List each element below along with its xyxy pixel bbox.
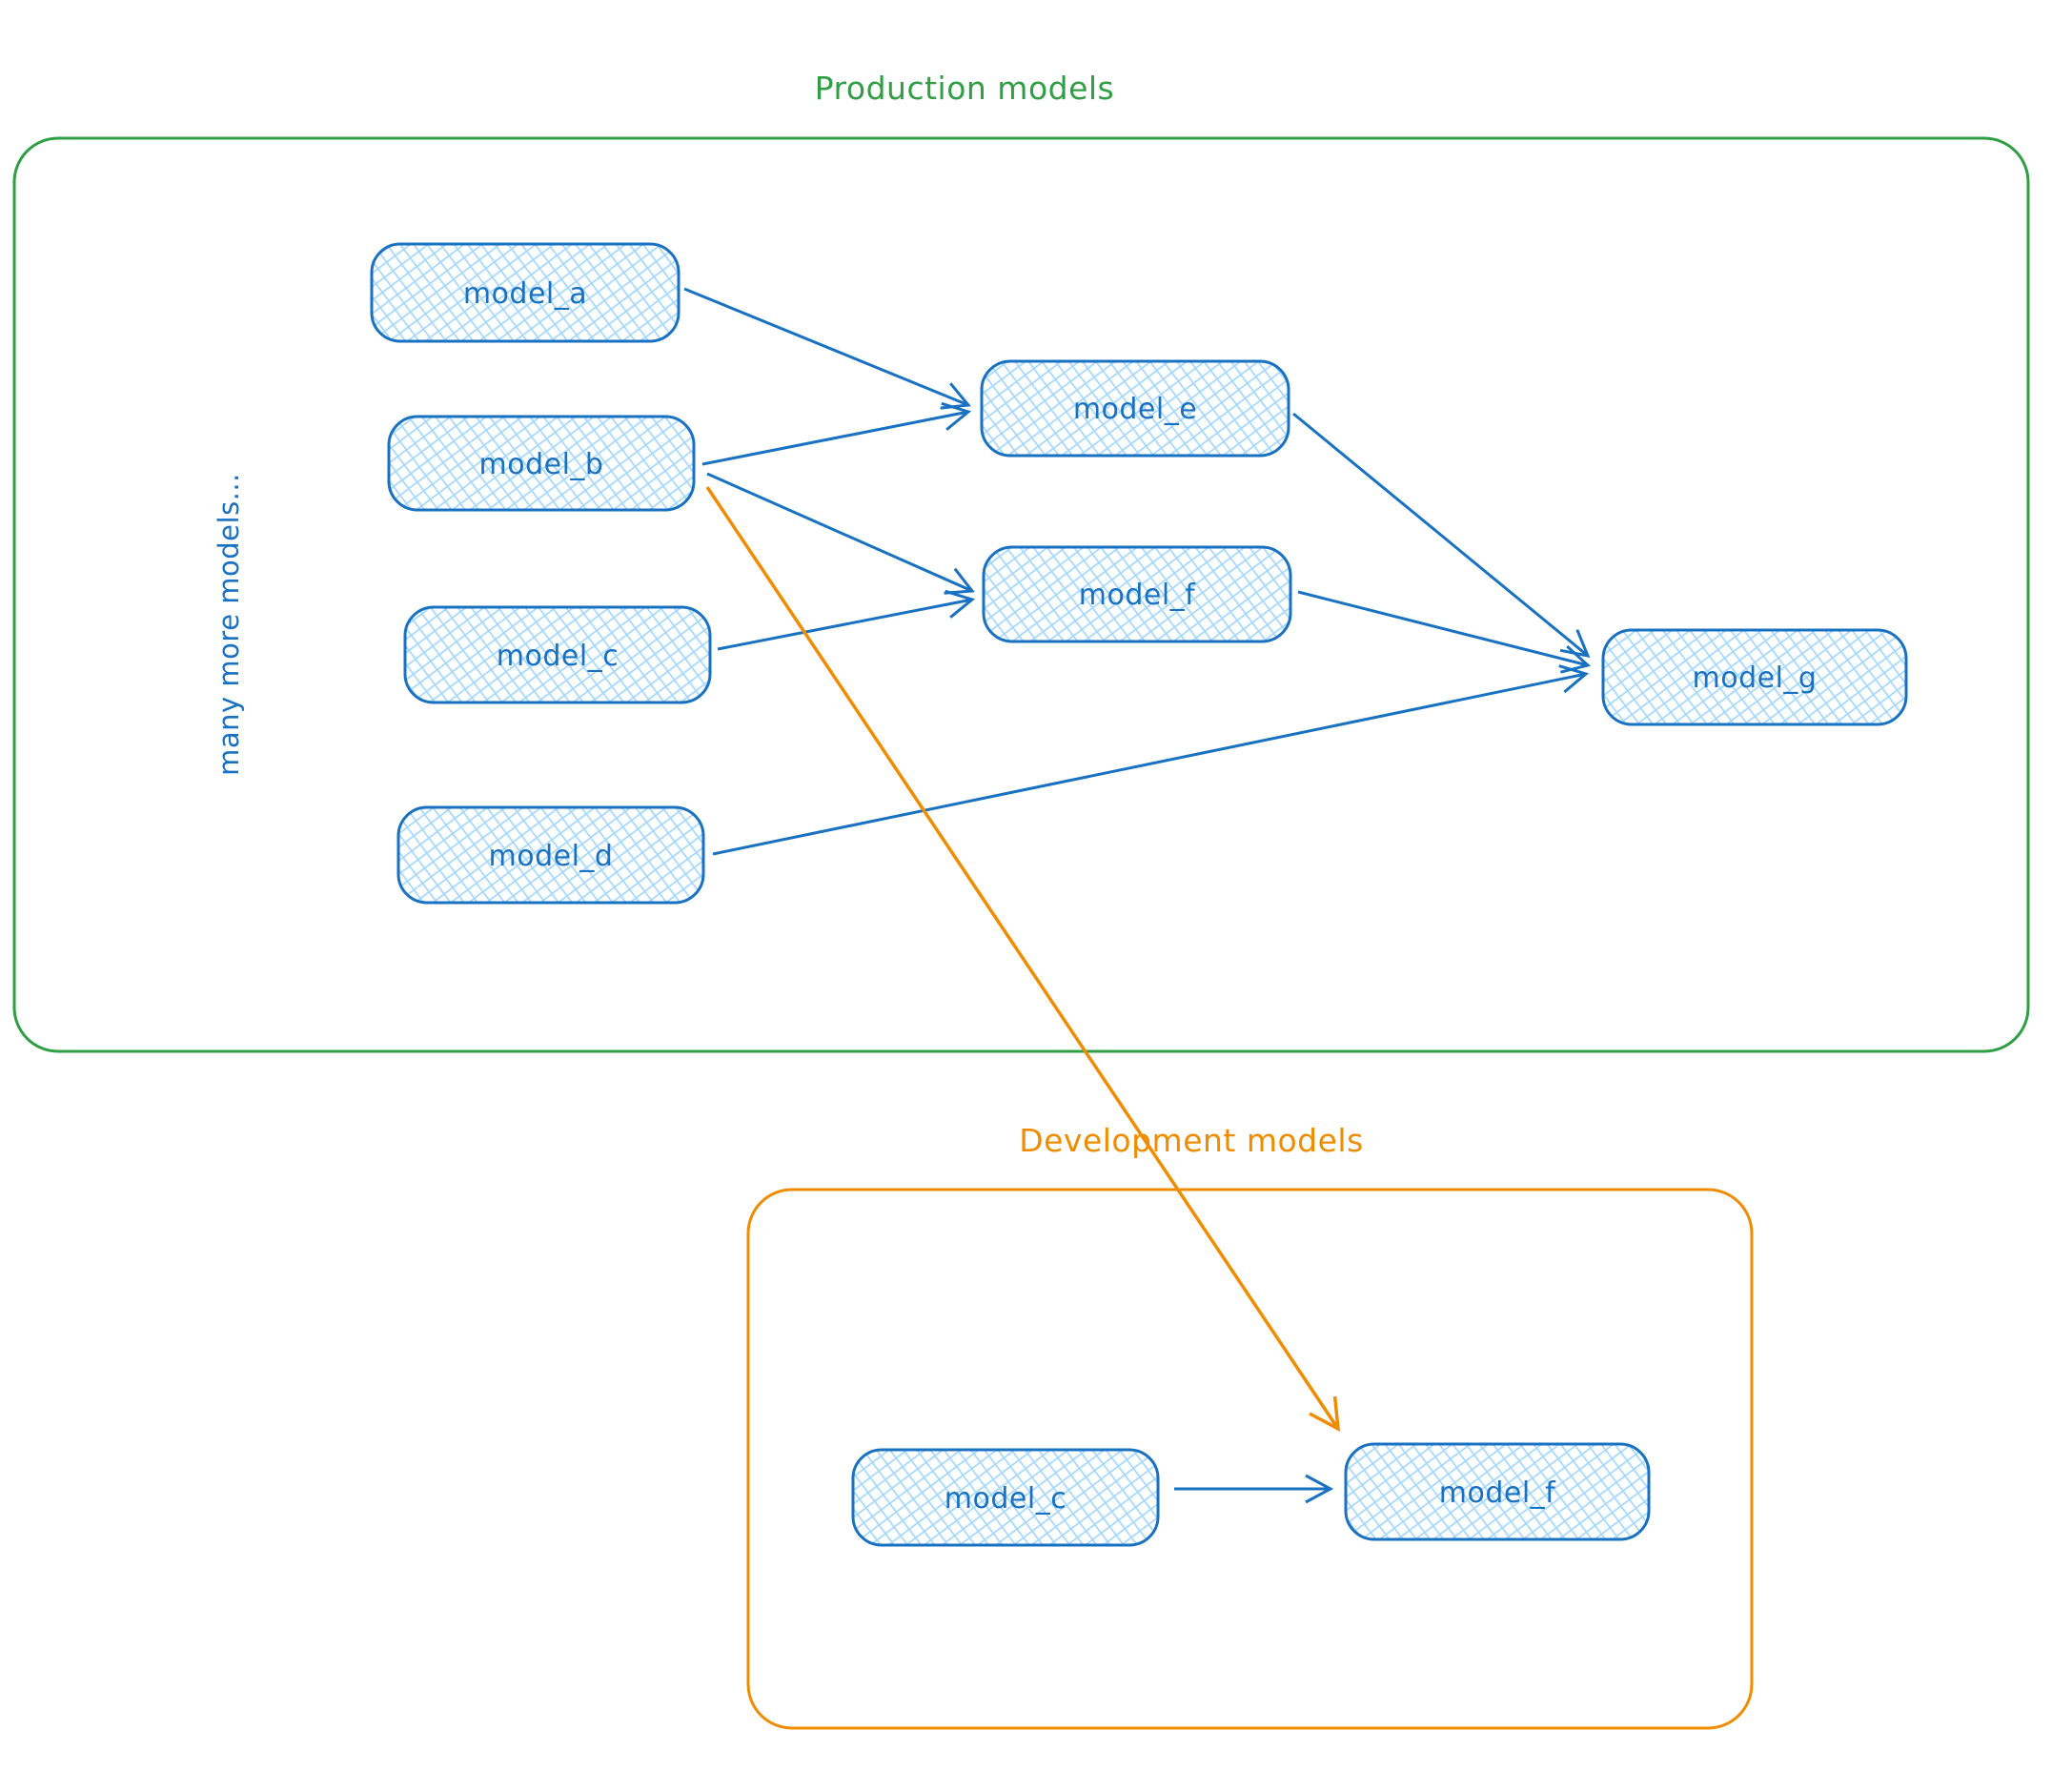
node-model-a-box[interactable]	[370, 242, 681, 343]
arrow-model-b-to-model-f[interactable]	[706, 472, 975, 595]
arrow-model-b-to-dev-model-f[interactable]	[705, 486, 1341, 1433]
development-frame[interactable]	[746, 1188, 1754, 1730]
node-model-c[interactable]: model_c	[403, 605, 712, 704]
node-model-f-box[interactable]	[982, 545, 1292, 643]
arrow-model-a-to-model-e[interactable]	[683, 287, 971, 410]
many-more-models-note[interactable]: many more models...	[213, 473, 245, 776]
arrow-model-c-to-model-f[interactable]	[717, 589, 976, 651]
production-frame[interactable]	[12, 136, 2030, 1053]
node-dev-model-c-label: model_c	[945, 1482, 1066, 1516]
node-dev-model-f[interactable]: model_f	[1344, 1442, 1651, 1541]
node-model-a-label: model_a	[463, 277, 587, 311]
node-model-d-label: model_d	[489, 840, 614, 873]
node-model-f[interactable]: model_f	[982, 545, 1292, 643]
node-model-c-label: model_c	[497, 640, 619, 673]
node-model-g[interactable]: model_g	[1601, 628, 1908, 726]
node-dev-model-c-box[interactable]	[851, 1448, 1160, 1547]
node-model-b[interactable]: model_b	[387, 415, 696, 512]
node-model-a[interactable]: model_a	[370, 242, 681, 343]
node-model-b-box[interactable]	[387, 415, 696, 512]
node-dev-model-f-label: model_f	[1439, 1476, 1556, 1510]
node-model-f-label: model_f	[1079, 579, 1196, 612]
arrow-model-d-to-model-g[interactable]	[712, 664, 1590, 856]
arrow-model-f-to-model-g[interactable]	[1297, 590, 1592, 674]
node-model-e-box[interactable]	[980, 359, 1290, 458]
production-title[interactable]: Production models	[815, 70, 1115, 107]
node-model-b-label: model_b	[479, 448, 604, 481]
node-model-d[interactable]: model_d	[396, 805, 705, 905]
development-title[interactable]: Development models	[1019, 1122, 1364, 1159]
node-model-e-label: model_e	[1073, 393, 1197, 426]
node-model-d-box[interactable]	[396, 805, 705, 905]
node-dev-model-c[interactable]: model_c	[851, 1448, 1160, 1547]
node-model-e[interactable]: model_e	[980, 359, 1290, 458]
arrow-model-b-to-model-e[interactable]	[701, 401, 972, 466]
node-dev-model-f-box[interactable]	[1344, 1442, 1651, 1541]
arrow-model-e-to-model-g[interactable]	[1292, 412, 1591, 659]
node-model-g-box[interactable]	[1601, 628, 1908, 726]
node-model-c-box[interactable]	[403, 605, 712, 704]
node-model-g-label: model_g	[1693, 662, 1818, 695]
